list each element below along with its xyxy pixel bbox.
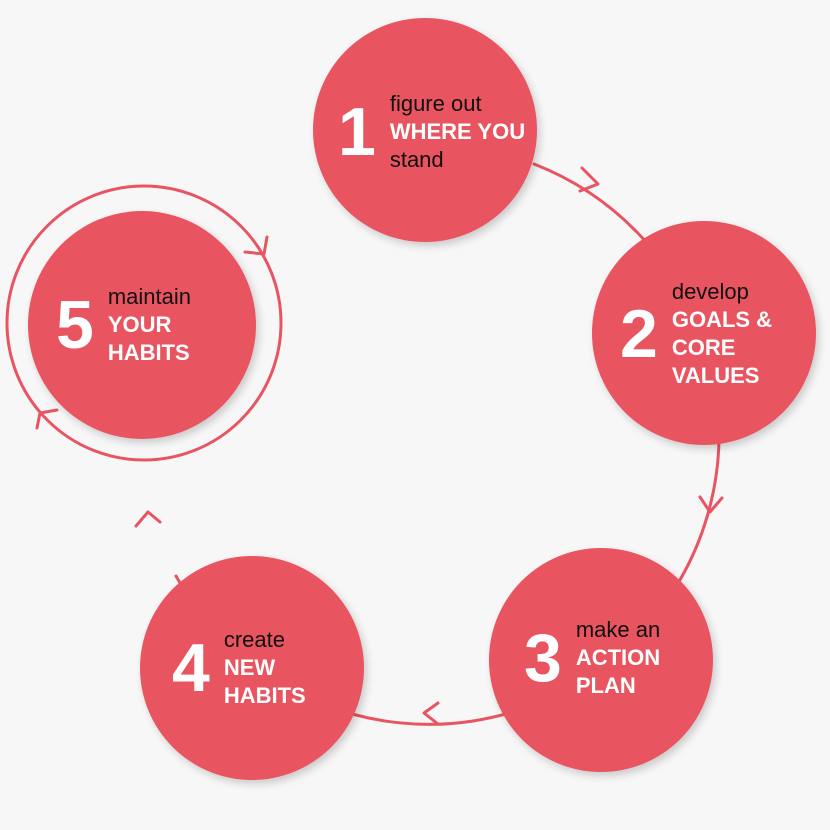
step-5-circle [28, 211, 256, 439]
arrow-icon [422, 701, 440, 726]
step-lead: develop [671, 279, 749, 304]
step-3: 3 make an ACTION PLAN [524, 616, 660, 700]
step-lead: figure out [389, 91, 482, 116]
step-number: 5 [56, 287, 94, 363]
step-lead: maintain [107, 284, 191, 309]
step-emphasis: YOUR [107, 312, 172, 337]
arrow-icon [578, 166, 600, 193]
step-4-circle [140, 556, 364, 780]
step-emphasis: PLAN [575, 673, 636, 698]
arrow-icon [243, 235, 269, 256]
step-emphasis: CORE [671, 335, 736, 360]
step-number: 4 [172, 630, 210, 706]
step-4: 4 create NEW HABITS [172, 626, 306, 710]
step-2-circle [592, 221, 816, 445]
step-1-circle [313, 18, 537, 242]
step-tail: stand [389, 147, 444, 172]
step-5: 5 maintain YOUR HABITS [56, 283, 191, 367]
step-lead: create [223, 627, 285, 652]
step-emphasis: HABITS [107, 340, 190, 365]
step-number: 2 [620, 296, 658, 372]
arrow-icon [134, 510, 162, 528]
step-emphasis: WHERE YOU [389, 119, 526, 144]
arrow-icon [35, 408, 59, 430]
step-lead: make an [575, 617, 661, 642]
step-emphasis: ACTION [575, 645, 661, 670]
step-emphasis: NEW [223, 655, 276, 680]
step-3-circle [489, 548, 713, 772]
step-emphasis: VALUES [671, 363, 760, 388]
step-emphasis: GOALS & [671, 307, 773, 332]
maintain-ring [5, 184, 283, 462]
step-2: 2 develop GOALS & CORE VALUES [620, 278, 772, 390]
step-number: 1 [338, 94, 376, 170]
step-number: 3 [524, 620, 562, 696]
arrow-icon [698, 495, 724, 514]
step-1: 1 figure out WHERE YOU stand [338, 90, 525, 174]
step-emphasis: HABITS [223, 683, 306, 708]
